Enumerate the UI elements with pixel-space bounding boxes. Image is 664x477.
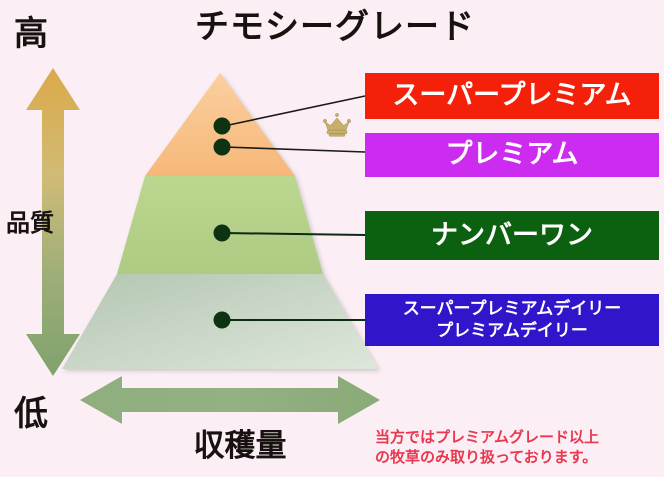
- legend-label-number-one: ナンバーワン: [431, 219, 593, 251]
- leader-line-super-premium: [223, 95, 366, 127]
- double-arrow-horizontal-icon: [80, 376, 380, 424]
- marker-number-one: [213, 224, 231, 242]
- double-arrow-vertical-icon: [26, 68, 80, 376]
- axis-high-label: 高: [14, 14, 48, 54]
- crown-icon: [323, 113, 351, 137]
- axis-low-label: 低: [14, 394, 48, 434]
- axis-quality-label: 品質: [6, 209, 54, 237]
- legend-label-premium: プレミアム: [445, 139, 579, 171]
- marker-premium: [213, 138, 231, 156]
- footnote-note: 当方ではプレミアムグレード以上 の牧草のみ取り扱っております。: [375, 427, 660, 467]
- marker-super-premium-daily: [213, 311, 231, 329]
- leader-line-number-one: [223, 232, 366, 236]
- footnote-line-1: 当方ではプレミアムグレード以上: [375, 428, 599, 446]
- page-title: チモシーグレード: [195, 7, 475, 47]
- legend-box-super-premium[interactable]: スーパープレミアム: [365, 73, 659, 119]
- legend-label-super-premium: スーパープレミアム: [392, 80, 632, 112]
- legend-label-daily-line2: プレミアムデイリー: [436, 320, 588, 341]
- axis-yield-label: 収穫量: [193, 428, 287, 464]
- legend-box-premium[interactable]: プレミアム: [365, 133, 659, 177]
- legend-box-daily[interactable]: スーパープレミアムデイリー プレミアムデイリー: [365, 294, 659, 346]
- legend-box-number-one[interactable]: ナンバーワン: [365, 211, 659, 260]
- leader-line-premium: [223, 146, 366, 153]
- footnote-line-2: の牧草のみ取り扱っております。: [375, 448, 598, 467]
- legend-label-daily-line1: スーパープレミアムデイリー: [402, 299, 622, 320]
- marker-super-premium: [213, 117, 231, 135]
